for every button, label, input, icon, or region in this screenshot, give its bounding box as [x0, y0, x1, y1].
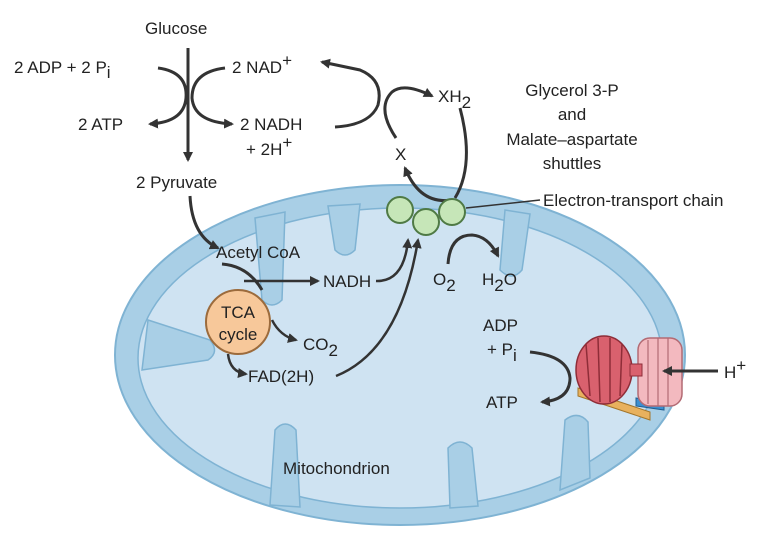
adp-to-atp-synthase-arrow	[529, 350, 572, 407]
xh2-to-etc-arrow	[453, 107, 468, 199]
xh2-label: XH2	[438, 87, 471, 112]
nad-to-nadh-arrow	[190, 66, 234, 129]
crista-left	[141, 319, 216, 371]
atp-synthase-section: ADP + Pi ATP H+	[483, 316, 746, 421]
atp-synthase-rotor-shaft	[629, 363, 643, 377]
cristae	[141, 203, 591, 509]
atp-left-label: 2 ATP	[78, 115, 123, 134]
mitochondrion-label: Mitochondrion	[283, 459, 390, 478]
crista-top-middle	[327, 203, 361, 256]
acetylcoa-to-tca-arrow	[221, 262, 264, 291]
o2-to-h2o-arrow	[446, 233, 500, 265]
tca-line2: cycle	[219, 325, 258, 344]
nad-plus-label: 2 NAD+	[232, 51, 292, 77]
x-to-xh2-arrow	[383, 86, 434, 139]
tca-to-fad-arrow	[226, 353, 248, 378]
fad-to-etc-arrow	[335, 238, 422, 378]
etc-complex-2	[412, 208, 440, 236]
pyruvate-label: 2 Pyruvate	[136, 173, 217, 192]
etc-label-leader	[465, 199, 541, 209]
shuttle-section: XH2 X Glycerol 3-P and Malate–aspartate …	[320, 58, 638, 203]
adp-pi-left-label: 2 ADP + 2 Pi	[14, 58, 111, 82]
shuttle-line4: shuttles	[543, 154, 602, 173]
nadh-inner-label: NADH	[323, 272, 371, 291]
adp-to-atp-arrow	[148, 66, 188, 129]
x-label: X	[395, 145, 406, 164]
h-plus-label: H+	[724, 356, 746, 382]
co2-label: CO2	[303, 335, 338, 360]
etc-complex-3	[438, 198, 466, 226]
nadh-to-shuttle-arrow	[320, 58, 381, 129]
f1-rib-1	[585, 343, 591, 397]
etc-label: Electron-transport chain	[543, 191, 723, 210]
f1-rib-2	[597, 337, 601, 403]
shuttle-line1: Glycerol 3-P	[525, 81, 619, 100]
atp-synthase-f1-head	[575, 335, 633, 405]
crista-bottom-middle	[447, 441, 479, 509]
etc-complex-1	[386, 196, 414, 224]
crista-top-right	[499, 209, 531, 277]
tca-cycle	[205, 289, 271, 355]
two-h-label: + 2H+	[246, 133, 292, 159]
f1-rib-4	[619, 343, 623, 397]
mitochondrion	[114, 184, 686, 526]
h2o-label: H2O	[482, 270, 517, 295]
shuttle-line3: Malate–aspartate	[506, 130, 637, 149]
o2-label: O2	[433, 270, 456, 295]
acetyl-coa-label: Acetyl CoA	[216, 243, 301, 262]
tca-to-co2-arrow	[270, 319, 298, 343]
glycolysis-section: Glucose 2 ADP + 2 Pi 2 ATP 2 NAD+ 2 NADH…	[14, 19, 302, 250]
glucose-label: Glucose	[145, 19, 207, 38]
adp-label: ADP	[483, 316, 518, 335]
atp-synthase	[575, 335, 683, 421]
pyruvate-to-acetylcoa-arrow	[188, 195, 220, 250]
tca-line1: TCA	[221, 303, 256, 322]
electron-transport-chain: Electron-transport chain O2 H2O	[386, 191, 723, 295]
shuttle-line2: and	[558, 105, 586, 124]
pi-label: + Pi	[487, 340, 517, 365]
crista-bottom-right	[559, 414, 591, 492]
nadh-to-etc-arrow	[375, 238, 413, 283]
fad-label: FAD(2H)	[248, 367, 314, 386]
atp-inner-label: ATP	[486, 393, 518, 412]
nadh-label: 2 NADH	[240, 115, 302, 134]
crista-bottom-left	[269, 423, 301, 508]
matrix-section: Acetyl CoA NADH TCA cycle CO2 FAD(2H) Mi…	[205, 238, 422, 478]
